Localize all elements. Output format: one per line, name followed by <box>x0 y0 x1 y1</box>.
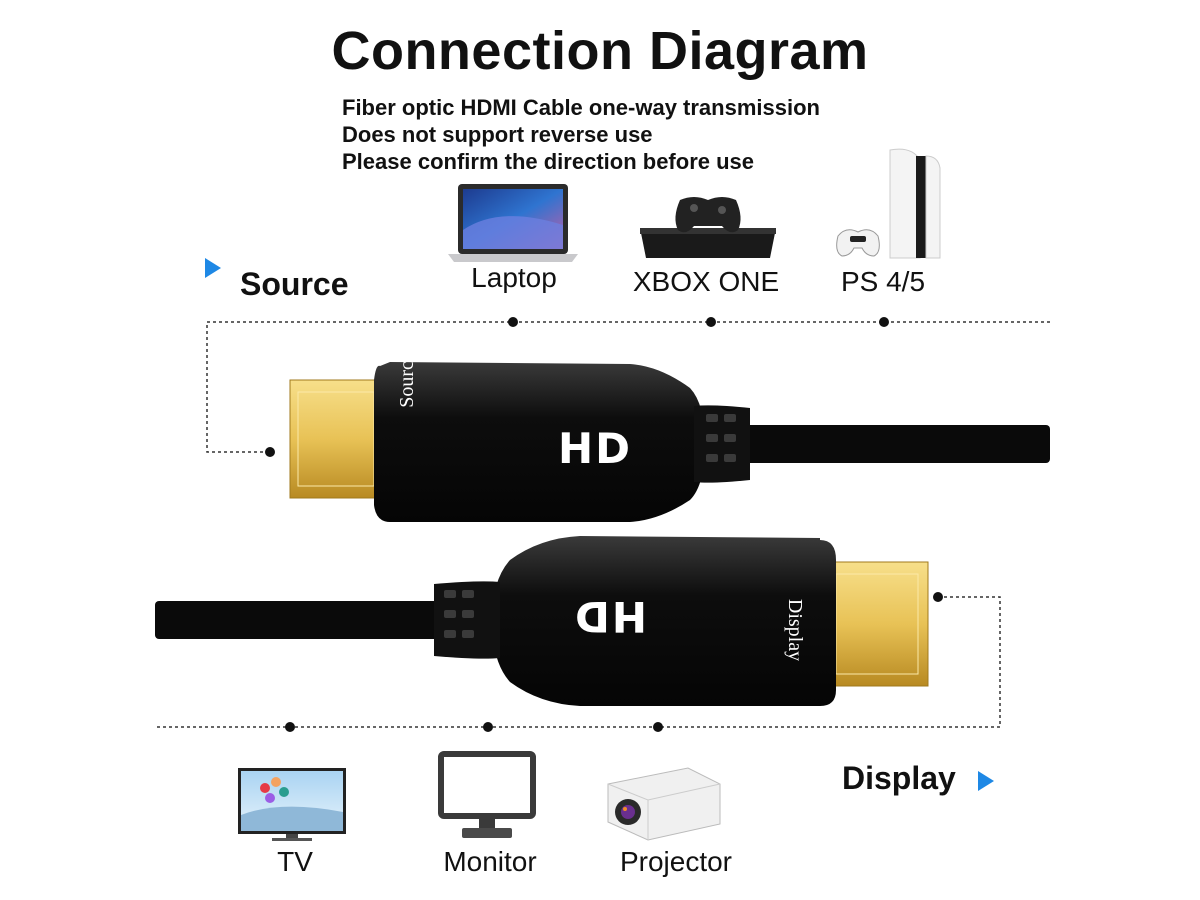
source-hdmi-plug <box>289 379 383 499</box>
device-label-laptop: Laptop <box>471 262 557 293</box>
dot-display-connector <box>933 592 943 602</box>
dot-ps <box>879 317 889 327</box>
source-cable-end <box>289 362 1050 522</box>
display-cable-end <box>155 536 929 706</box>
display-connector-label: Display <box>784 598 806 662</box>
tv-icon <box>238 768 346 841</box>
source-connector-label: Source <box>396 352 418 408</box>
note-line-3: Please confirm the direction before use <box>342 149 755 174</box>
dot-tv <box>285 722 295 732</box>
display-hd-logo: HD <box>573 592 648 641</box>
source-connection-lines <box>206 321 1050 453</box>
source-hd-logo: HD <box>557 424 632 473</box>
projector-icon <box>607 767 721 841</box>
display-connection-lines <box>155 596 1001 728</box>
monitor-icon <box>438 751 536 838</box>
display-cable-wire <box>155 601 455 639</box>
source-cable-wire <box>740 425 1050 463</box>
laptop-icon <box>448 184 578 262</box>
device-label-projector: Projector <box>619 846 733 877</box>
display-strain-relief <box>434 581 500 659</box>
dot-monitor <box>483 722 493 732</box>
display-arrow-icon <box>978 771 994 791</box>
source-strain-relief <box>694 405 750 483</box>
xbox-console-icon <box>640 197 776 258</box>
display-hdmi-plug <box>825 561 929 687</box>
dot-xbox <box>706 317 716 327</box>
dot-laptop <box>508 317 518 327</box>
device-label-tv: TV <box>277 846 313 877</box>
dot-source-connector <box>265 447 275 457</box>
device-label-ps: PS 4/5 <box>840 266 926 297</box>
device-label-xbox: XBOX ONE <box>632 266 780 297</box>
source-connection-dots <box>265 317 889 457</box>
display-connection-dots <box>285 592 943 732</box>
display-connector-housing <box>492 536 836 706</box>
dot-projector <box>653 722 663 732</box>
playstation-console-icon <box>836 148 941 259</box>
source-arrow-icon <box>205 258 221 278</box>
diagram-title: Connection Diagram <box>331 21 869 81</box>
source-connector-housing <box>374 362 705 522</box>
device-label-monitor: Monitor <box>443 846 537 877</box>
display-heading: Display <box>842 760 956 796</box>
note-line-2: Does not support reverse use <box>342 122 653 147</box>
source-heading: Source <box>240 266 349 302</box>
note-line-1: Fiber optic HDMI Cable one-way transmiss… <box>342 95 820 120</box>
